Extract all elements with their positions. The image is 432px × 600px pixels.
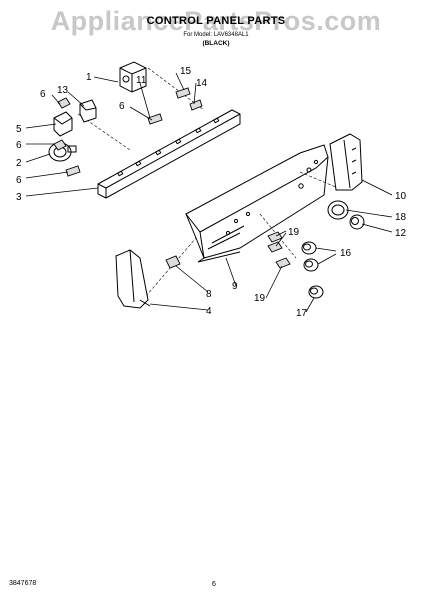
callout-3: 3 xyxy=(16,192,22,203)
color-note: (BLACK) xyxy=(202,40,230,47)
callout-1: 1 xyxy=(86,72,92,83)
switch-knob-2 xyxy=(48,142,77,162)
callout-19a: 19 xyxy=(288,227,300,238)
callout-6c: 6 xyxy=(16,140,22,151)
knob-16-upper xyxy=(301,241,317,255)
switch-part-5 xyxy=(53,111,73,137)
watermark: AppliancePartsPros.com xyxy=(50,6,382,36)
callout-15: 15 xyxy=(180,66,192,77)
diagram-subtitle: For Model: LAV6348AL1 xyxy=(183,32,249,38)
diagram-title: CONTROL PANEL PARTS xyxy=(146,15,286,27)
knob-ring-18 xyxy=(327,200,349,220)
control-bracket xyxy=(97,109,241,199)
callout-18: 18 xyxy=(395,212,407,223)
callout-14: 14 xyxy=(196,78,208,89)
page-number: 6 xyxy=(212,581,216,588)
screw-part-8 xyxy=(165,255,181,269)
callout-5: 5 xyxy=(16,124,22,135)
callout-8: 8 xyxy=(206,289,212,300)
end-cap-left xyxy=(115,249,151,309)
callout-4: 4 xyxy=(206,306,212,317)
callout-2: 2 xyxy=(16,158,22,169)
clip-parts-19 xyxy=(267,231,291,269)
callout-6b: 6 xyxy=(119,101,125,112)
callout-19b: 19 xyxy=(254,293,266,304)
screw-parts xyxy=(53,87,203,177)
callout-12: 12 xyxy=(395,228,407,239)
callout-17: 17 xyxy=(296,308,308,319)
knob-12 xyxy=(349,214,365,230)
callout-9: 9 xyxy=(232,281,238,292)
document-number: 3847678 xyxy=(9,580,37,587)
callout-6a: 6 xyxy=(40,89,46,100)
timer-part xyxy=(119,61,147,93)
callout-16: 16 xyxy=(340,248,352,259)
callout-labels: 1 15 14 6 13 11 6 5 6 2 6 3 10 18 12 19 … xyxy=(16,66,407,319)
callout-10: 10 xyxy=(395,191,407,202)
callout-6d: 6 xyxy=(16,175,22,186)
control-panel-console xyxy=(185,144,329,263)
knob-16-lower xyxy=(303,258,319,272)
callout-11: 11 xyxy=(136,75,147,86)
knob-17 xyxy=(308,285,324,299)
leader-lines xyxy=(25,72,393,313)
callout-13: 13 xyxy=(57,85,69,96)
end-cap-right xyxy=(329,133,363,191)
switch-part-13 xyxy=(79,99,97,123)
